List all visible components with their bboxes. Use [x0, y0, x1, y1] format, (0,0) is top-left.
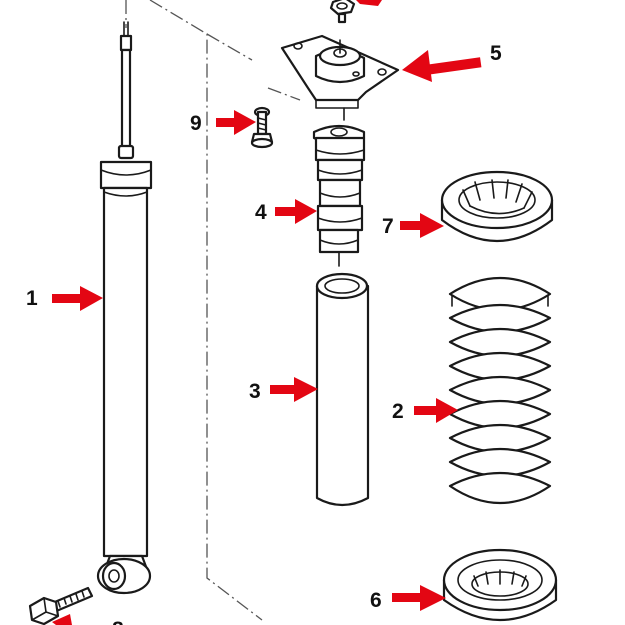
- upper-spring-seat: [440, 170, 554, 243]
- label-bump-stop: 4: [255, 201, 267, 224]
- assembly-reference-lines: [125, 0, 301, 621]
- lower-spring-seat: [442, 548, 558, 622]
- arrow-part-6: [392, 585, 446, 611]
- label-mount-bolt: 9: [190, 112, 202, 135]
- label-lower-bolt: 8: [112, 618, 124, 625]
- label-upper-spring-seat: 7: [382, 215, 394, 238]
- shock-absorber: [96, 21, 153, 595]
- arrow-part-9: [216, 110, 256, 135]
- label-top-mount: 5: [490, 42, 502, 65]
- arrow-part-4: [275, 199, 317, 224]
- arrow-part-8: [52, 614, 72, 625]
- arrow-part-2: [414, 398, 458, 423]
- dust-cover: [315, 272, 370, 507]
- arrow-top-nut: [356, 0, 382, 6]
- label-lower-spring-seat: 6: [370, 589, 382, 612]
- arrow-part-3: [270, 377, 318, 402]
- callout-arrows: [52, 0, 482, 625]
- arrow-part-5: [402, 50, 482, 82]
- label-dust-cover: 3: [249, 380, 261, 403]
- top-mount-bolt: [250, 106, 274, 149]
- top-mount: [280, 34, 400, 109]
- part-labels: 1 2 3 4 5 6 7 8 9: [26, 42, 502, 625]
- label-shock-absorber: 1: [26, 287, 38, 310]
- arrow-part-7: [400, 213, 444, 238]
- lower-mounting-bolt: [28, 586, 94, 625]
- coil-spring: [448, 277, 552, 504]
- label-coil-spring: 2: [392, 400, 404, 423]
- bump-stop: [312, 107, 366, 267]
- arrow-part-1: [52, 286, 103, 311]
- top-nut: [329, 0, 356, 24]
